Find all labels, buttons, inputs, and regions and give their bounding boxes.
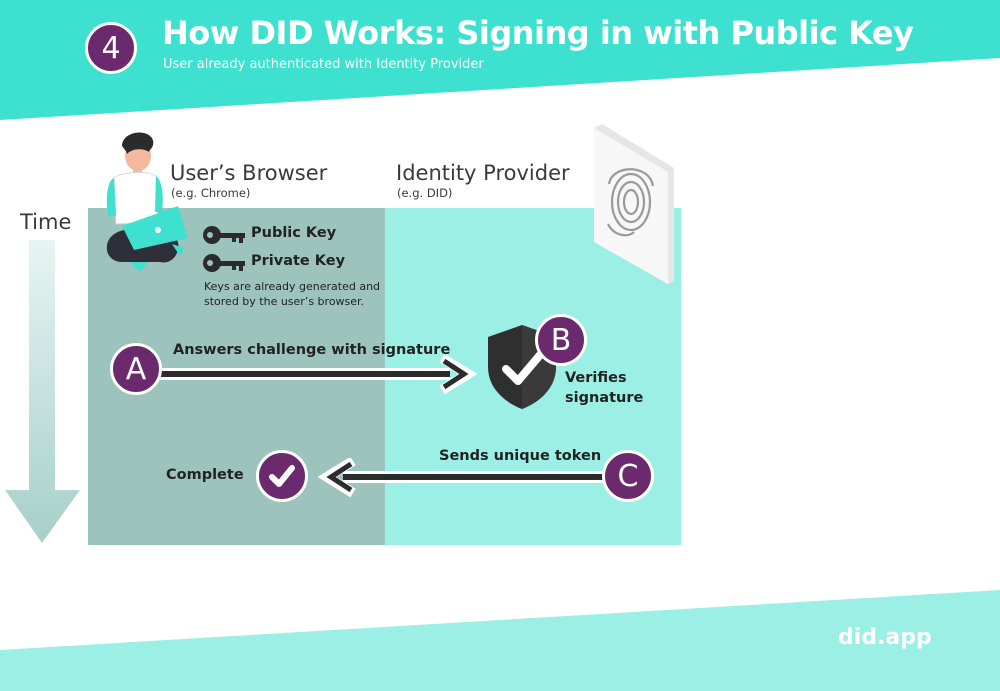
provider-column-subtitle: (e.g. DID) bbox=[397, 186, 453, 200]
provider-column-title: Identity Provider bbox=[396, 161, 570, 185]
fingerprint-icon bbox=[607, 168, 655, 237]
step-number-badge: 4 bbox=[85, 22, 137, 74]
step-b-label-line-2: signature bbox=[565, 390, 644, 406]
header-band bbox=[0, 0, 1000, 120]
page-title: How DID Works: Signing in with Public Ke… bbox=[162, 14, 914, 52]
keys-note: Keys are already generated and stored by… bbox=[204, 279, 394, 309]
brand-label: did.app bbox=[838, 625, 932, 650]
public-key-icon bbox=[203, 226, 245, 244]
page-subtitle: User already authenticated with Identity… bbox=[163, 57, 484, 72]
keys-note-line-1: Keys are already generated and bbox=[204, 280, 381, 293]
step-a-label: Answers challenge with signature bbox=[173, 342, 451, 358]
fingerprint-device bbox=[594, 124, 674, 284]
complete-badge bbox=[256, 450, 308, 502]
complete-label: Complete bbox=[166, 467, 244, 483]
step-b-badge: B bbox=[535, 314, 587, 366]
time-label: Time bbox=[20, 210, 72, 234]
private-key-icon bbox=[203, 254, 245, 272]
step-a-badge: A bbox=[110, 343, 162, 395]
private-key-label: Private Key bbox=[251, 253, 346, 269]
arrow-c-to-complete bbox=[317, 458, 615, 498]
step-c-label: Sends unique token bbox=[439, 448, 602, 464]
step-c-badge: C bbox=[602, 450, 654, 502]
public-key-label: Public Key bbox=[251, 225, 337, 241]
footer-band bbox=[0, 590, 1000, 691]
keys-note-line-2: stored by the user’s browser. bbox=[204, 295, 365, 308]
time-arrow bbox=[5, 240, 80, 543]
arrow-a-to-b bbox=[150, 355, 478, 395]
check-icon bbox=[269, 465, 295, 487]
step-b-label-line-1: Verifies bbox=[565, 370, 627, 386]
browser-column-subtitle: (e.g. Chrome) bbox=[171, 186, 251, 200]
user-illustration bbox=[106, 132, 188, 272]
browser-column-title: User’s Browser bbox=[170, 161, 328, 185]
